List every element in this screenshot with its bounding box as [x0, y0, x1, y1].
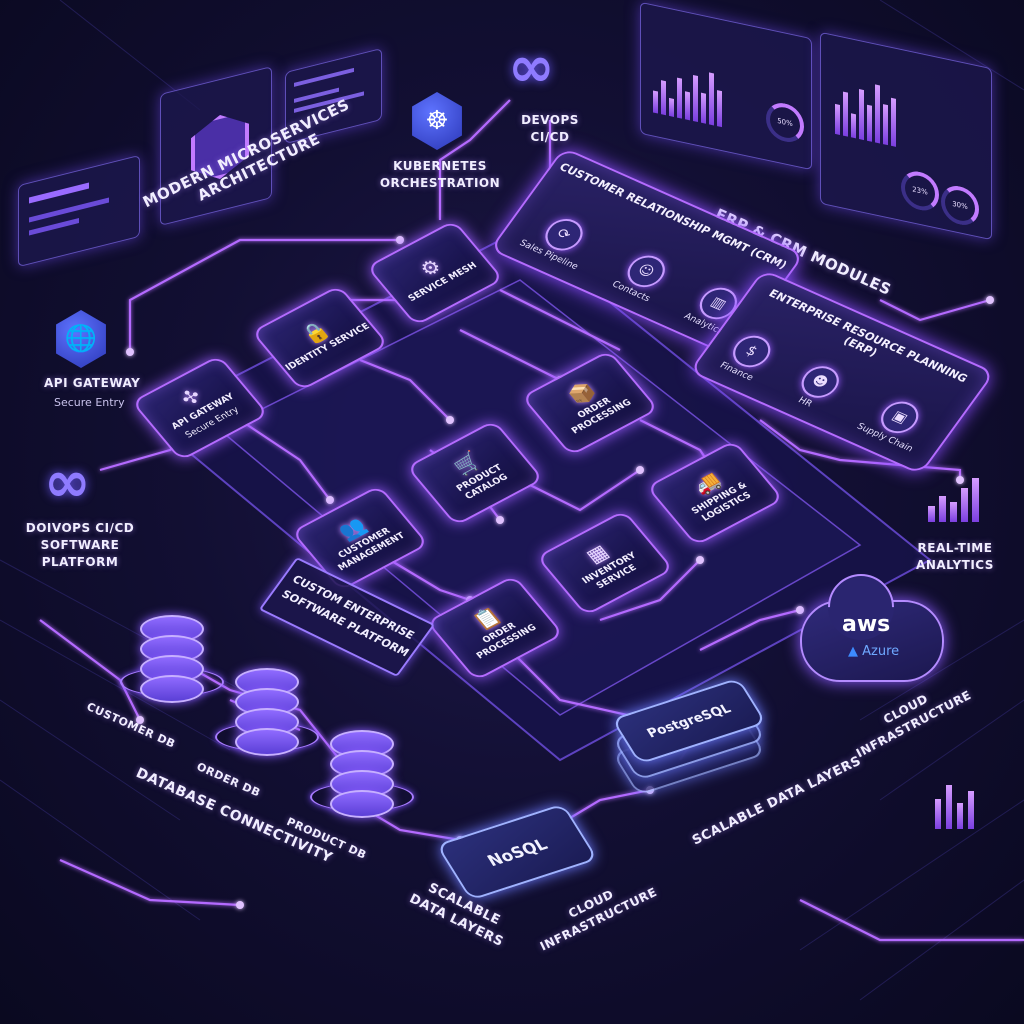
azure-logo-text: Azure [862, 644, 900, 659]
kubernetes-label: KUBERNETES ORCHESTRATION [375, 158, 505, 192]
product-db-icon [330, 730, 394, 818]
network-icon: ✣ [175, 383, 207, 411]
analytics-line2: ANALYTICS [916, 558, 994, 572]
dashboard-bars-1 [653, 60, 722, 128]
devops-infinity-icon-top: ∞ [508, 35, 555, 100]
left-devops-label: DOIVOPS CI/CD SOFTWARE PLATFORM [20, 520, 140, 571]
dashboard-gauge-2: 23% [901, 167, 939, 215]
crm-module-contacts[interactable]: ☺ Contacts [610, 249, 675, 304]
erp-module-label: HR [795, 395, 814, 410]
analytics-line1: REAL-TIME [917, 541, 993, 555]
aws-logo: aws [842, 612, 891, 637]
customer-db-icon [140, 615, 204, 703]
top-devops-line2: CI/CD [530, 130, 570, 144]
azure-logo: ▲ Azure [848, 644, 899, 659]
left-devops-line2: SOFTWARE [40, 538, 120, 552]
crm-module-sales-pipeline[interactable]: ⟳ Sales Pipeline [517, 208, 602, 272]
erp-module-supply-chain[interactable]: ▣ Supply Chain [855, 391, 937, 454]
azure-mark-icon: ▲ [848, 644, 858, 659]
cloud-icon[interactable]: aws ▲ Azure [800, 600, 944, 682]
order-db-icon [235, 668, 299, 756]
kubernetes-line2: ORCHESTRATION [379, 176, 501, 190]
devops-infinity-icon-left: ∞ [44, 450, 91, 515]
dashboard-screen-2: 23% 30% [820, 31, 992, 241]
dashboard-gauge-3: 30% [941, 182, 979, 229]
top-devops-line1: DEVOPS [521, 113, 579, 127]
decorative-bars-bottom-right [935, 785, 974, 829]
kubernetes-line1: KUBERNETES [393, 159, 487, 173]
left-api-gateway-label: API GATEWAY [44, 376, 141, 390]
left-api-gateway-sub: Secure Entry [54, 396, 125, 409]
analytics-bars-icon [928, 478, 979, 522]
erp-module-finance[interactable]: $ Finance [718, 330, 778, 383]
top-devops-label: DEVOPS CI/CD [515, 112, 585, 146]
erp-module-hr[interactable]: ☻ HR [786, 360, 846, 414]
left-devops-line3: PLATFORM [41, 555, 119, 569]
analytics-label: REAL-TIME ANALYTICS [905, 540, 1005, 574]
dashboard-bars-2 [835, 76, 896, 147]
left-devops-line1: DOIVOPS CI/CD [25, 521, 135, 535]
dashboard-gauge-1: 50% [766, 99, 804, 146]
